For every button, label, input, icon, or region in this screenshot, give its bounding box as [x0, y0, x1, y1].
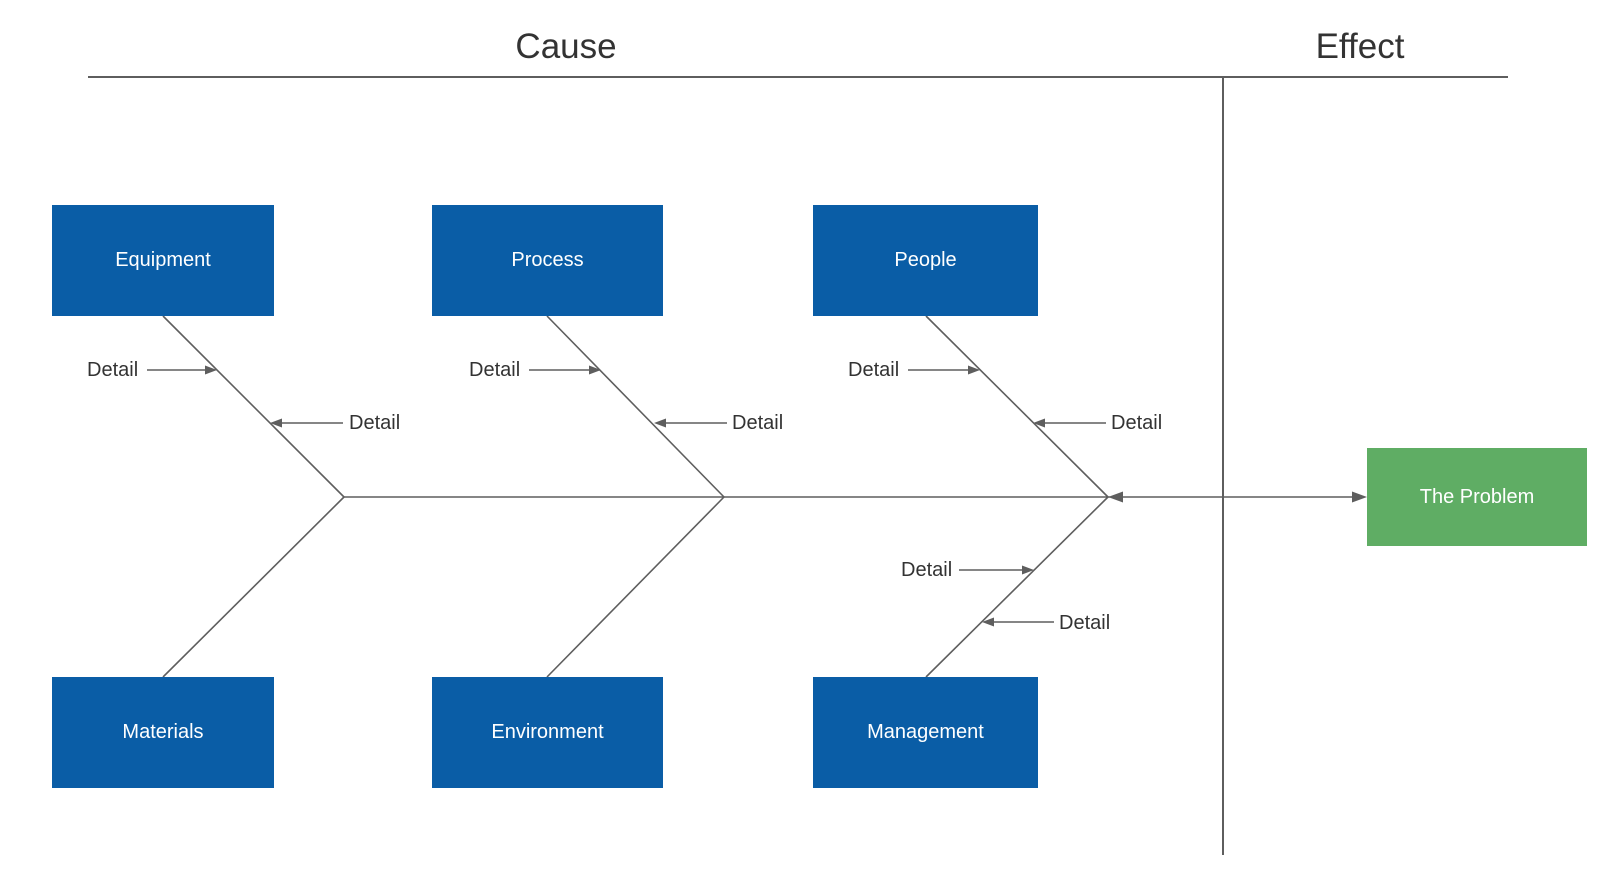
spine-arrowhead-right-icon [1352, 491, 1367, 503]
bone-equipment-line [162, 315, 345, 498]
category-box-materials[interactable]: Materials [52, 677, 274, 788]
bone-environment-line [546, 496, 725, 678]
detail-arrowhead-process-1-icon [589, 365, 601, 375]
category-box-people[interactable]: People [813, 205, 1038, 316]
detail-arrowhead-people-2-icon [1033, 418, 1045, 428]
category-label: Management [867, 721, 984, 743]
detail-label-process-1: Detail [469, 359, 521, 381]
detail-label-management-2: Detail [1059, 612, 1111, 634]
problem-box[interactable]: The Problem [1367, 448, 1587, 546]
problem-label: The Problem [1419, 485, 1535, 508]
bone-management-line [925, 496, 1109, 678]
detail-arrowhead-equipment-2-icon [270, 418, 282, 428]
detail-label-process-2: Detail [732, 412, 784, 434]
category-box-management[interactable]: Management [813, 677, 1038, 788]
detail-arrowhead-management-2-icon [982, 617, 994, 627]
detail-arrowhead-equipment-1-icon [205, 365, 217, 375]
detail-label-people-2: Detail [1111, 412, 1163, 434]
category-box-process[interactable]: Process [432, 205, 663, 316]
category-label: Materials [122, 721, 204, 743]
category-label: Environment [491, 721, 604, 743]
spine-arrowhead-left-icon [1108, 491, 1123, 503]
category-label: People [894, 249, 957, 271]
category-label: Process [511, 249, 584, 271]
detail-label-management-1: Detail [901, 559, 953, 581]
detail-arrowhead-people-1-icon [968, 365, 980, 375]
cause-title: Cause [515, 27, 617, 66]
category-box-environment[interactable]: Environment [432, 677, 663, 788]
bone-people-line [925, 315, 1109, 498]
bone-materials-line [162, 496, 345, 678]
category-box-equipment[interactable]: Equipment [52, 205, 274, 316]
detail-label-equipment-1: Detail [87, 359, 139, 381]
effect-title: Effect [1315, 27, 1405, 66]
detail-label-people-1: Detail [848, 359, 900, 381]
category-label: Equipment [115, 249, 211, 271]
detail-label-equipment-2: Detail [349, 412, 401, 434]
detail-arrowhead-process-2-icon [654, 418, 666, 428]
detail-arrowhead-management-1-icon [1022, 565, 1034, 575]
bone-process-line [546, 315, 725, 498]
